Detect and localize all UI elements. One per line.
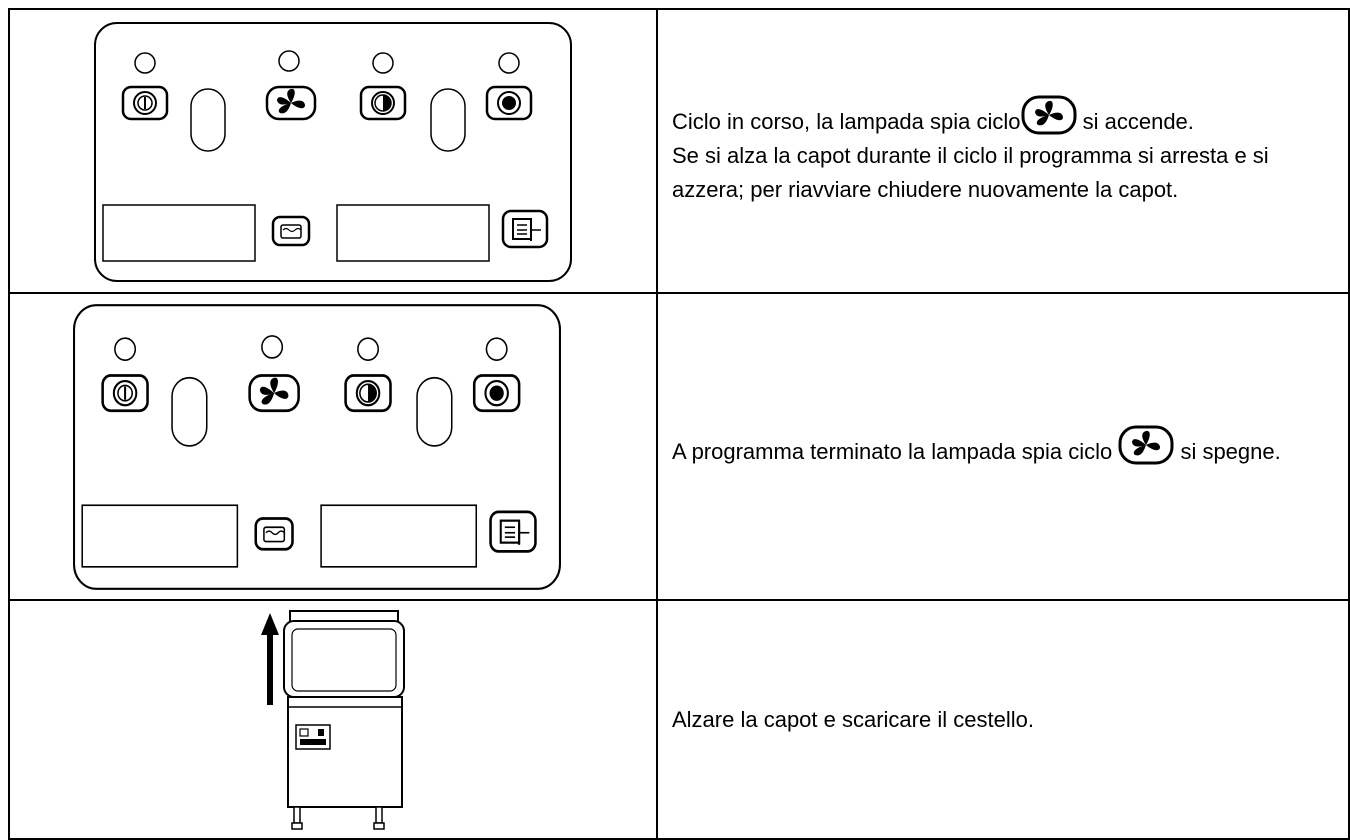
fan-icon <box>1118 425 1174 465</box>
text-before-icon: Ciclo in corso, la lampada spia ciclo <box>672 109 1021 134</box>
text-before-icon: A programma terminato la lampada spia ci… <box>672 438 1119 464</box>
text-after-icon: si spegne. <box>1174 438 1281 464</box>
instruction-row: Ciclo in corso, la lampada spia ciclo si… <box>8 8 1350 294</box>
fan-icon <box>1021 95 1077 135</box>
text-rest: Se si alza la capot durante il ciclo il … <box>672 143 1269 202</box>
figure-cell <box>8 599 658 840</box>
instruction-table: Ciclo in corso, la lampada spia ciclo si… <box>8 8 1350 840</box>
text-cell: Alzare la capot e scaricare il cestello. <box>656 599 1350 840</box>
instruction-text: A programma terminato la lampada spia ci… <box>672 425 1344 469</box>
figure-cell <box>8 292 658 601</box>
instruction-text: Ciclo in corso, la lampada spia ciclo si… <box>672 95 1344 207</box>
dishwasher-figure <box>261 610 405 830</box>
text-after-icon: si accende. <box>1076 109 1194 134</box>
instruction-row: A programma terminato la lampada spia ci… <box>8 292 1350 601</box>
arrow-up-icon <box>261 613 279 705</box>
text-cell: A programma terminato la lampada spia ci… <box>656 292 1350 601</box>
control-panel-figure <box>72 303 562 591</box>
text-cell: Ciclo in corso, la lampada spia ciclo si… <box>656 8 1350 294</box>
instruction-row: Alzare la capot e scaricare il cestello. <box>8 599 1350 840</box>
figure-cell <box>8 8 658 294</box>
instruction-text: Alzare la capot e scaricare il cestello. <box>672 706 1034 732</box>
control-panel-figure <box>93 21 573 283</box>
